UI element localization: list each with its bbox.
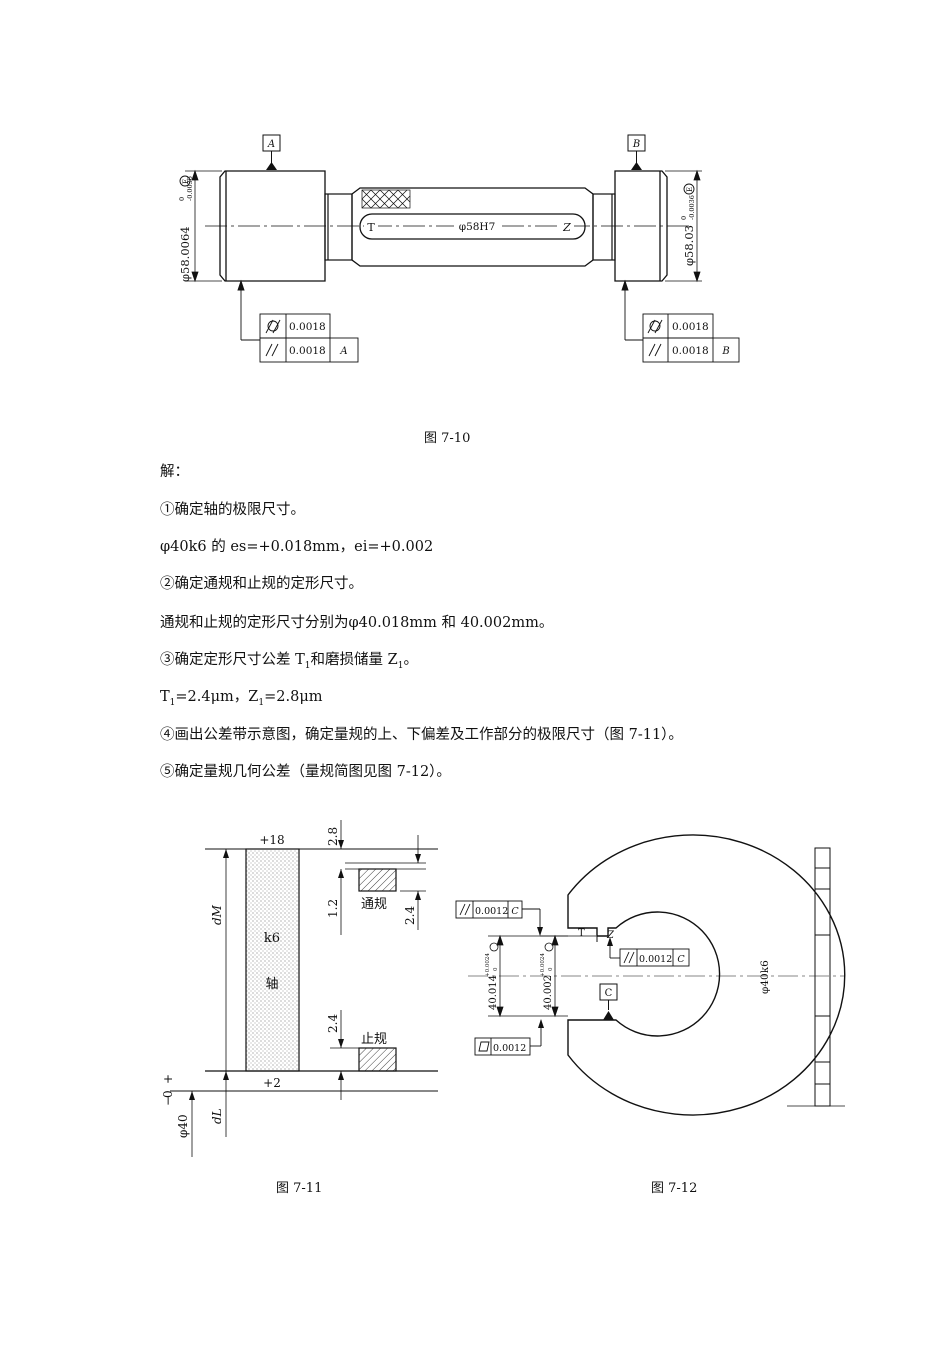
svg-text:-0.0036: -0.0036 (688, 195, 696, 220)
no-go-gauge-zone (358, 1047, 397, 1072)
step-3: ③确定定形尺寸公差 T1和磨损储量 Z1。 (160, 652, 418, 671)
caption-fig-7-11: 图 7-11 (276, 1181, 323, 1196)
z-label: Z (562, 221, 571, 234)
side-view (787, 847, 845, 1107)
phi40k6-label: φ40k6 (759, 960, 771, 994)
no-go-gauge-label: 止规 (361, 1032, 387, 1047)
mid-tol-datum: C (677, 954, 685, 965)
datum-c-triangle (603, 1011, 614, 1020)
caption-fig-7-12: 图 7-12 (651, 1181, 698, 1196)
minus-sign: − (161, 1096, 175, 1106)
dim-2-4-nogo: 2.4 (326, 1014, 340, 1033)
svg-text:E: E (686, 187, 694, 192)
step-2-values: 通规和止规的定形尺寸分别为φ40.018mm 和 40.002mm。 (160, 615, 554, 631)
top-tolerance-frame (455, 900, 541, 935)
svg-text:-0.0036: -0.0036 (186, 176, 194, 201)
dim-40-002: 40.002 (543, 975, 554, 1010)
left-tol2-datum: A (339, 346, 347, 357)
left-tol2-value: 0.0018 (289, 345, 326, 357)
datum-a-label: A (267, 139, 275, 150)
snap-gauge-body (567, 834, 846, 1116)
svg-text:+0.0024: +0.0024 (540, 953, 546, 977)
shaft-tolerance-zone (245, 848, 300, 1072)
left-tolerance-frame (237, 279, 359, 363)
mid-tol-value: 0.0012 (639, 954, 672, 965)
dl-label: dL (210, 1108, 224, 1124)
top-tol-value: 0.0012 (475, 906, 508, 917)
dim-2-8: 2.8 (326, 827, 340, 846)
svg-text:E: E (182, 179, 190, 184)
z-label-fig12: Z (606, 930, 615, 941)
bottom-tolerance-frame (474, 1020, 542, 1056)
go-gauge-zone (358, 868, 397, 892)
step-5: ⑤确定量规几何公差（量规简图见图 7-12）。 (160, 764, 451, 780)
zero-label: 0 (161, 1090, 175, 1098)
upper-deviation-label: +18 (259, 833, 284, 847)
left-dimension-text: φ58.0064 (178, 226, 192, 282)
right-tol2-value: 0.0018 (672, 345, 709, 357)
knurl-hatch (361, 189, 411, 209)
step-4: ④画出公差带示意图，确定量规的上、下偏差及工作部分的极限尺寸（图 7-11）。 (160, 727, 683, 743)
left-dimension (185, 169, 222, 283)
svg-text:0: 0 (178, 197, 186, 201)
go-gauge-label: 通规 (361, 897, 387, 912)
svg-text:+0.0024: +0.0024 (485, 953, 491, 977)
phi40-label: φ40 (176, 1114, 190, 1138)
step-3-values: T1=2.4μm，Z1=2.8μm (160, 689, 323, 708)
middle-tolerance-frame (609, 944, 690, 967)
shaft-label: 轴 (265, 977, 278, 992)
right-dimension (665, 169, 702, 283)
figure-7-10: A B (178, 134, 740, 363)
top-tol-datum: C (511, 906, 519, 917)
datum-c-label: C (605, 988, 613, 999)
t-label-fig12: T (578, 928, 585, 939)
right-tolerance-frame (621, 279, 740, 363)
svg-text:0: 0 (493, 967, 499, 971)
dim-2-4-go: 2.4 (403, 906, 417, 925)
datum-a-triangle (266, 162, 277, 170)
left-tol1-value: 0.0018 (289, 321, 326, 333)
lower-deviation-label: +2 (263, 1076, 281, 1090)
right-tol2-datum: B (721, 346, 729, 357)
right-tol1-value: 0.0018 (672, 321, 709, 333)
k6-label: k6 (264, 931, 280, 946)
step-2: ②确定通规和止规的定形尺寸。 (160, 576, 363, 592)
datum-b-label: B (632, 139, 640, 150)
solution-label: 解： (160, 464, 189, 480)
phi58h7-label: φ58H7 (459, 221, 496, 233)
svg-text:0: 0 (680, 216, 688, 220)
t-label: T (367, 221, 375, 234)
dim-40-014: 40.014 (488, 975, 499, 1010)
caption-fig-7-10: 图 7-10 (424, 431, 471, 446)
svg-text:0: 0 (548, 967, 554, 971)
envelope-symbol-right (683, 183, 695, 195)
dm-label: dM (210, 904, 224, 925)
step-1: ①确定轴的极限尺寸。 (160, 502, 305, 518)
right-dimension-text: φ58.03 (682, 225, 696, 266)
datum-b-triangle (631, 162, 642, 170)
bottom-tol-value: 0.0012 (493, 1043, 526, 1054)
step-1-values: φ40k6 的 es=+0.018mm，ei=+0.002 (160, 539, 434, 555)
envelope-symbol-left (179, 175, 191, 187)
plus-sign: + (161, 1074, 175, 1084)
dim-1-2: 1.2 (326, 899, 340, 918)
